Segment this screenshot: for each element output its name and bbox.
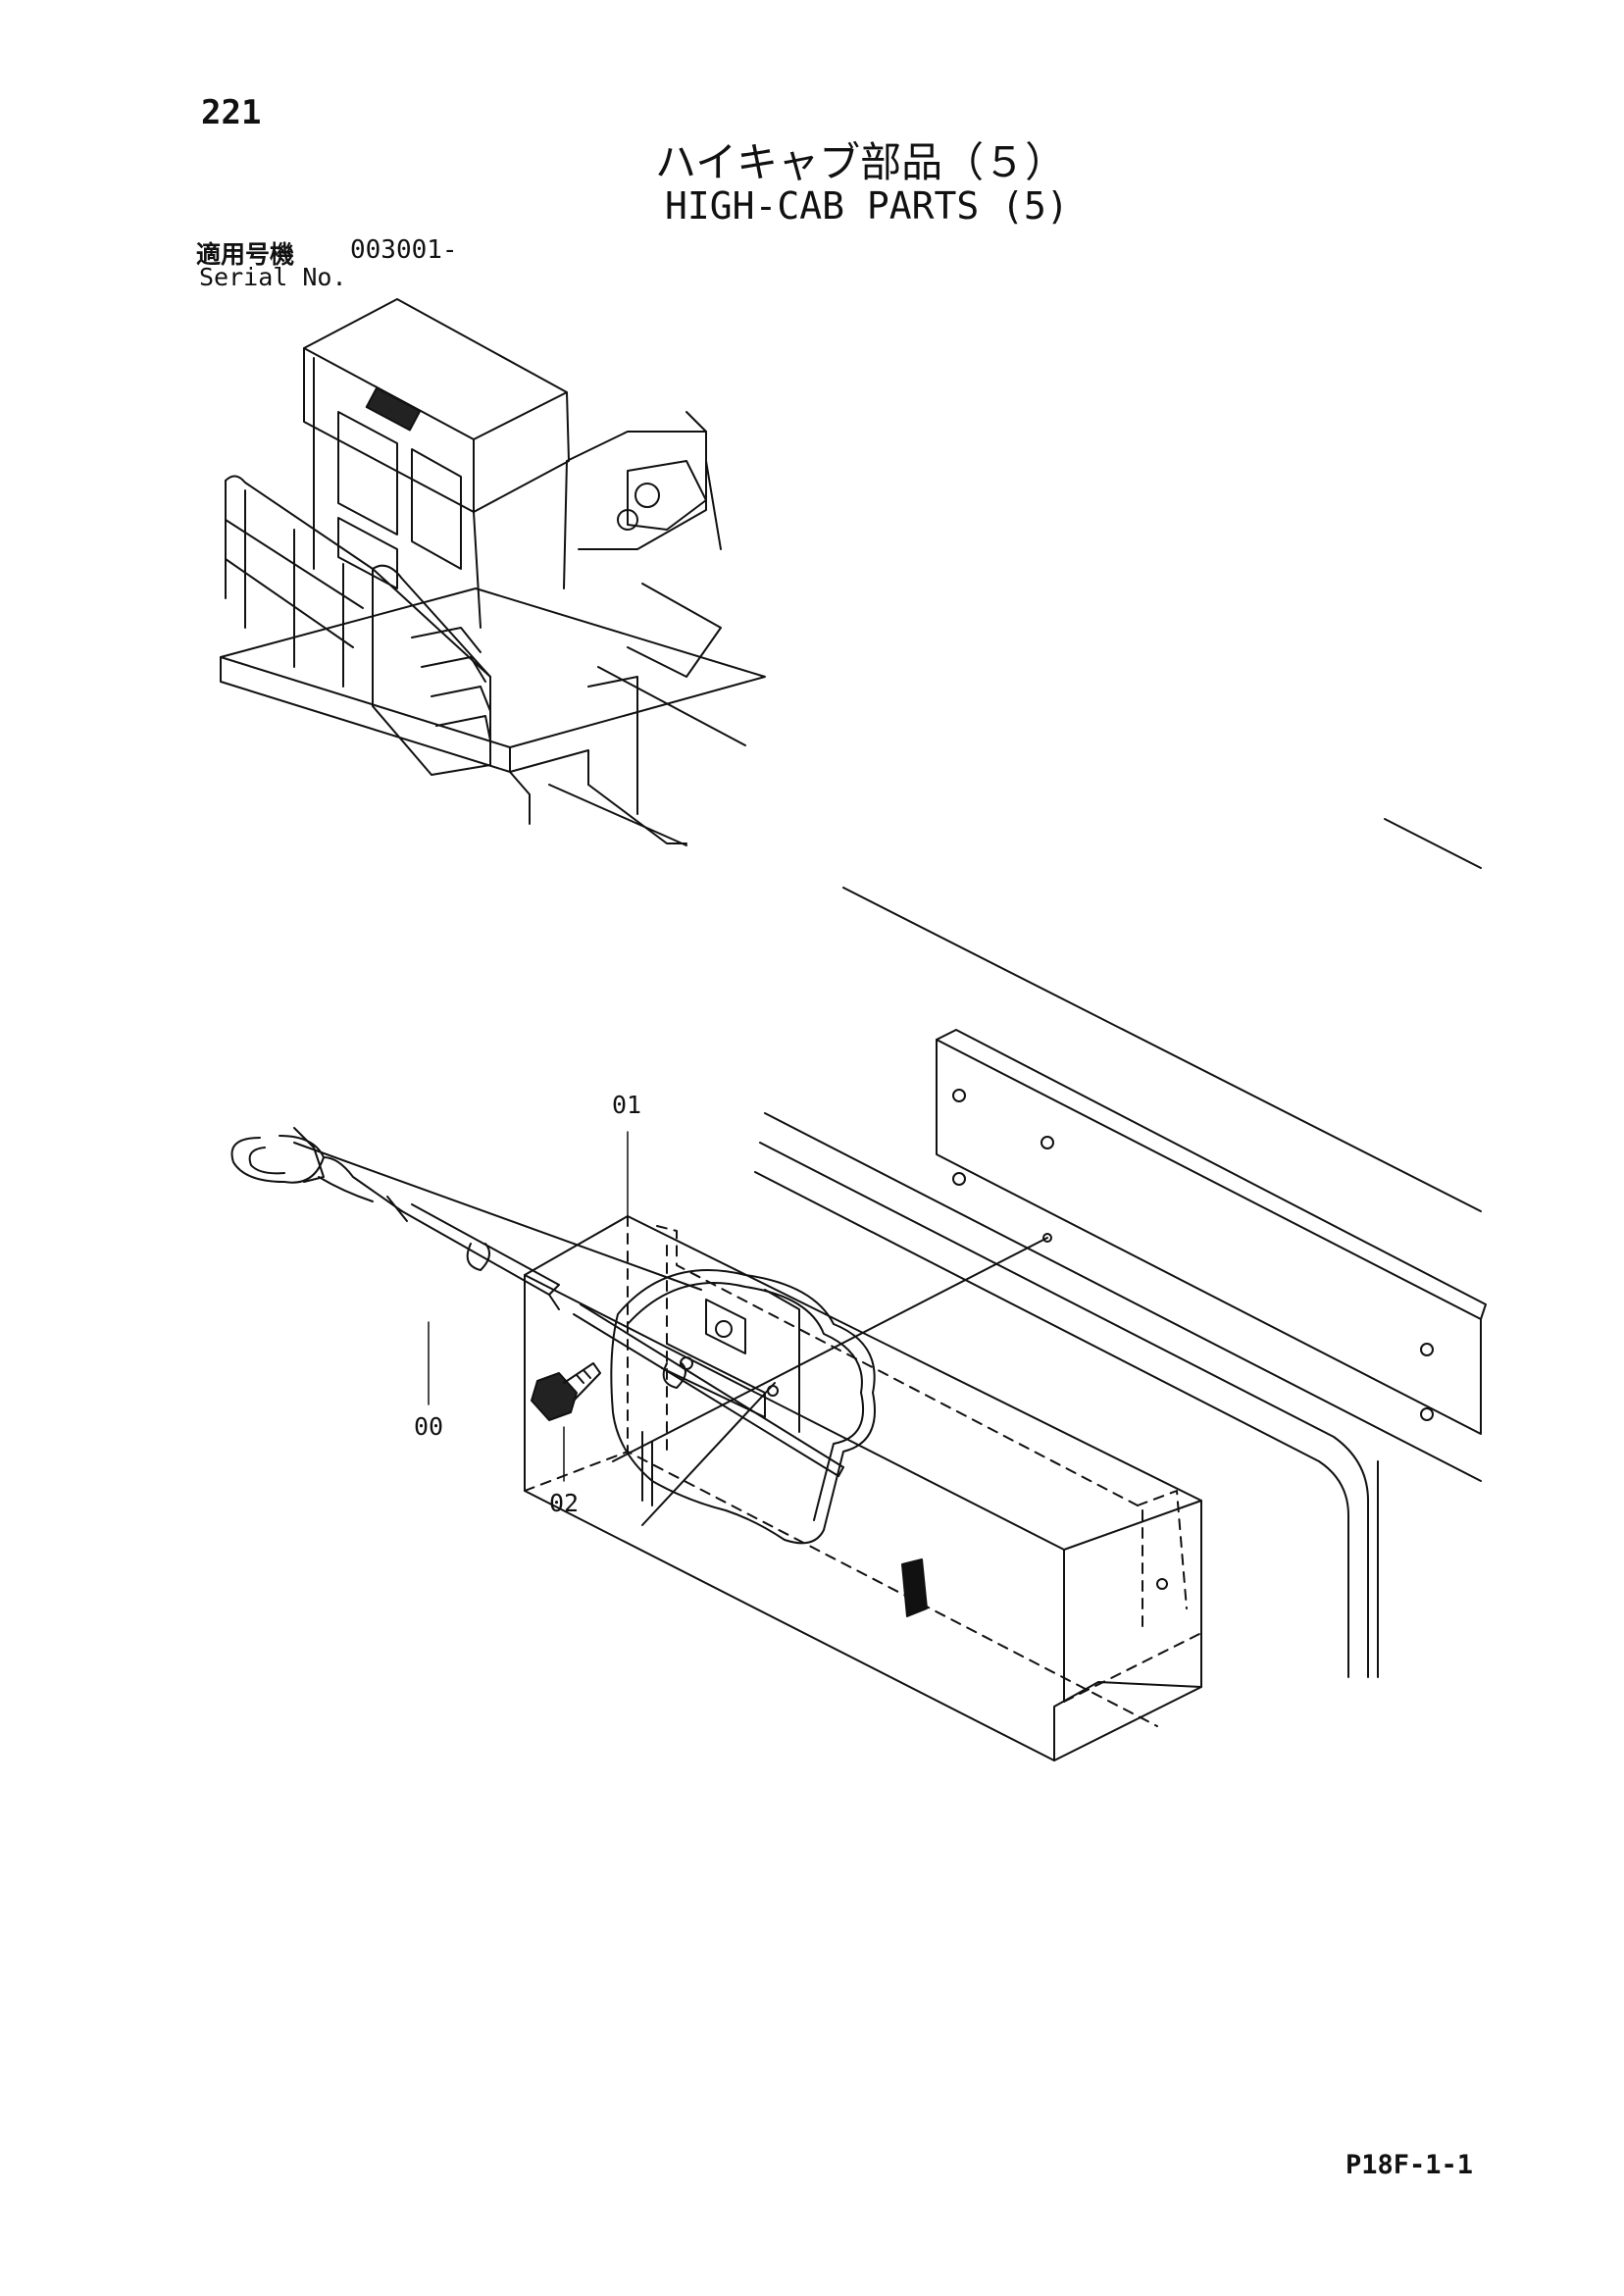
frame-lines [754, 818, 1482, 1678]
callout-02: 02 [549, 1489, 580, 1517]
cable-part-00 [230, 1127, 844, 1477]
serial-label-jp: 適用号機 [196, 240, 295, 269]
overview-cab-illustration [220, 298, 766, 846]
callout-01: 01 [612, 1091, 642, 1119]
page-title-jp: ハイキャブ部品（５） [655, 138, 1067, 186]
serial-label-en: Serial No. [199, 263, 347, 291]
page-number: 221 [201, 93, 262, 132]
assembly-leader-lines [293, 1142, 1048, 1526]
page-title-en: HIGH-CAB PARTS (5) [665, 184, 1069, 228]
bolt-part-02 [531, 1362, 601, 1421]
page-code: P18F-1-1 [1345, 2150, 1474, 2180]
callout-00: 00 [414, 1412, 444, 1441]
mounting-plate [936, 1029, 1487, 1435]
callout-leaders [428, 1131, 629, 1482]
storage-box [524, 1215, 1202, 1761]
serial-value: 003001- [350, 235, 458, 265]
